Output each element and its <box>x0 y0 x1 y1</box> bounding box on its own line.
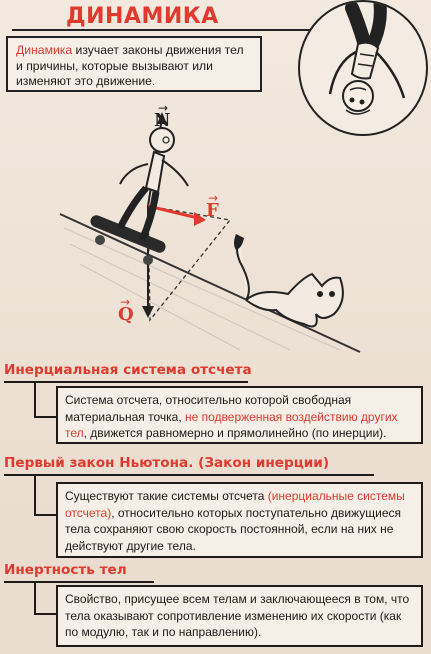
section-connector <box>34 383 56 418</box>
section-rule <box>4 581 154 583</box>
newton-first-law-box: Существуют такие системы отсчета (инерци… <box>56 482 423 558</box>
definition-box: Динамика изучает законы движения тел и п… <box>6 36 262 92</box>
cat <box>236 237 344 328</box>
section-connector <box>34 583 56 615</box>
section-rule <box>4 381 248 383</box>
label-n: N <box>154 110 170 131</box>
label-q: Q <box>118 304 134 325</box>
section-highlight: не подверженная воздействию других тел <box>65 409 398 441</box>
label-f: F <box>206 200 219 221</box>
normal-force-arrow <box>157 112 167 124</box>
section-heading-inertial-frame: Инерциальная система отсчета <box>4 362 252 378</box>
section-text: Свойство, присущее всем телам и заключаю… <box>65 592 410 639</box>
force-arrow <box>194 212 206 226</box>
inertial-frame-definition-box: Система отсчета, относительно которой св… <box>56 386 423 444</box>
section-text: Существуют такие системы отсчета <box>65 489 268 503</box>
section-heading-inertness: Инертность тел <box>4 562 127 578</box>
section-connector <box>34 476 56 516</box>
definition-text: изучает законы движения тел и причины, к… <box>16 43 244 88</box>
inertness-definition-box: Свойство, присущее всем телам и заключаю… <box>56 585 423 647</box>
skater-body <box>144 150 166 194</box>
svg-text:→: → <box>120 295 130 309</box>
section-highlight: (инерциальные системы отсчета) <box>65 489 405 520</box>
section-text: , относительно которых поступательно дви… <box>65 505 401 553</box>
skateboard <box>90 215 166 253</box>
falling-figure-medallion <box>298 0 428 136</box>
gravity-arrow <box>142 306 154 318</box>
definition-term: Динамика <box>16 43 73 57</box>
section-text: Система отсчета, относительно которой св… <box>65 393 352 424</box>
page-title: ДИНАМИКА <box>66 4 219 29</box>
skater-head <box>149 127 175 153</box>
falling-figure-icon <box>328 2 406 115</box>
title-underline <box>12 29 312 31</box>
svg-text:→: → <box>208 191 218 205</box>
svg-text:→: → <box>158 101 168 115</box>
section-text: , движется равномерно и прямолинейно (по… <box>83 426 387 440</box>
section-heading-newton-first-law: Первый закон Ньютона. (Закон инерции) <box>4 455 330 471</box>
section-rule <box>4 474 374 476</box>
inclined-plane-illustration: N → F → Q → <box>59 101 361 353</box>
slope-line <box>59 213 361 353</box>
